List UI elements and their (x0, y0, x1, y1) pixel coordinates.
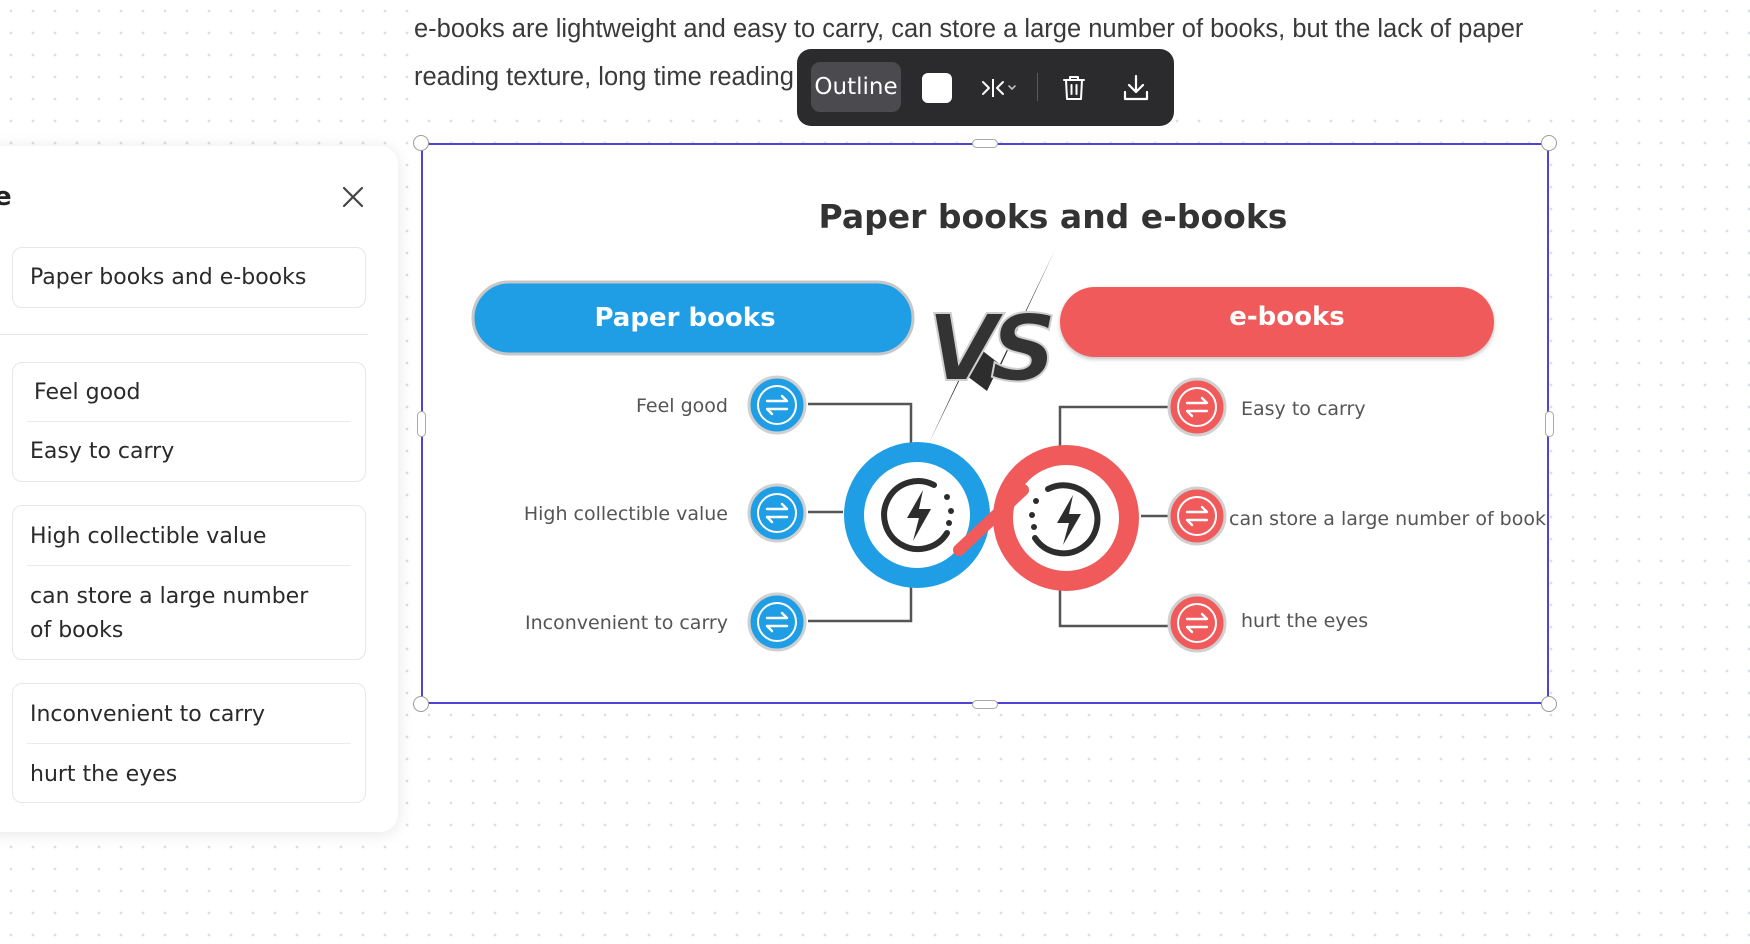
left-header-label: Paper books (594, 303, 775, 333)
left-item-label: Feel good (636, 395, 728, 417)
right-item-label: hurt the eyes (1241, 610, 1368, 632)
close-icon[interactable] (338, 182, 368, 212)
left-connector-bottom (808, 585, 913, 623)
trash-icon[interactable] (1057, 71, 1091, 105)
right-connector-top (1058, 405, 1168, 447)
left-item-label: High collectible value (524, 503, 728, 525)
card-2-separator (27, 565, 351, 566)
infographic-title: Paper books and e-books (819, 197, 1288, 236)
card-1-right-field[interactable]: Easy to carry (30, 439, 175, 464)
document-line-1: e-books are lightweight and easy to carr… (414, 15, 1524, 43)
align-icon[interactable] (977, 71, 1021, 105)
document-line-2: reading texture, long time reading (414, 63, 794, 91)
vs-label: VS (927, 295, 1052, 402)
download-icon[interactable] (1119, 71, 1153, 105)
right-item-label: can store a large number of books (1229, 508, 1547, 530)
compare-card-1: Feel good Easy to carry (12, 362, 366, 482)
card-1-separator (27, 421, 351, 422)
resize-handle-right[interactable] (1545, 411, 1554, 437)
color-swatch-button[interactable] (922, 73, 952, 103)
compare-card-2: High collectible value can store a large… (12, 505, 366, 660)
card-3-separator (27, 743, 351, 744)
right-energy-icon (1029, 482, 1101, 557)
panel-title: e (0, 182, 12, 212)
left-exchange-icon (747, 592, 807, 652)
card-3-right-field[interactable]: hurt the eyes (30, 762, 178, 787)
left-connector-top (808, 402, 913, 447)
card-2-right-field[interactable]: can store a large number of books (30, 584, 309, 643)
card-3-left-field[interactable]: Inconvenient to carry (30, 702, 266, 727)
left-exchange-icon (747, 483, 807, 543)
infographic: Paper books and e-books Paper books e-bo… (471, 197, 1556, 653)
toolbar-separator (1037, 73, 1038, 101)
floating-toolbar: Outline (797, 49, 1174, 126)
right-exchange-icon (1167, 593, 1227, 653)
title-input[interactable]: Paper books and e-books (30, 265, 307, 290)
panel-divider (0, 334, 368, 335)
resize-handle-bottom-left[interactable] (413, 696, 429, 712)
left-exchange-icon (747, 375, 807, 435)
resize-handle-top-left[interactable] (413, 135, 429, 151)
resize-handle-bottom[interactable] (972, 700, 998, 709)
right-exchange-icon (1167, 377, 1227, 437)
outline-button[interactable]: Outline (811, 62, 901, 112)
compare-card-3: Inconvenient to carry hurt the eyes (12, 683, 366, 803)
right-connector-bottom (1058, 590, 1168, 628)
left-header-pill (471, 280, 915, 356)
resize-handle-top[interactable] (972, 139, 998, 148)
card-2-left-field[interactable]: High collectible value (30, 524, 267, 549)
resize-handle-left[interactable] (417, 411, 426, 437)
card-1-left-field[interactable]: Feel good (34, 380, 141, 405)
right-item-label: Easy to carry (1241, 398, 1366, 420)
right-header-pill (1060, 287, 1494, 357)
selected-infographic-frame[interactable]: Paper books and e-books Paper books e-bo… (421, 143, 1556, 704)
right-header-label: e-books (1229, 302, 1345, 332)
right-exchange-icon (1167, 486, 1227, 546)
left-energy-icon (881, 478, 954, 553)
title-input-card[interactable]: Paper books and e-books (12, 247, 366, 308)
left-item-label: Inconvenient to carry (525, 612, 728, 634)
ring-link-stroke (953, 484, 1029, 556)
resize-handle-top-right[interactable] (1541, 135, 1557, 151)
chevron-down-icon (1008, 85, 1016, 90)
resize-handle-bottom-right[interactable] (1541, 696, 1557, 712)
